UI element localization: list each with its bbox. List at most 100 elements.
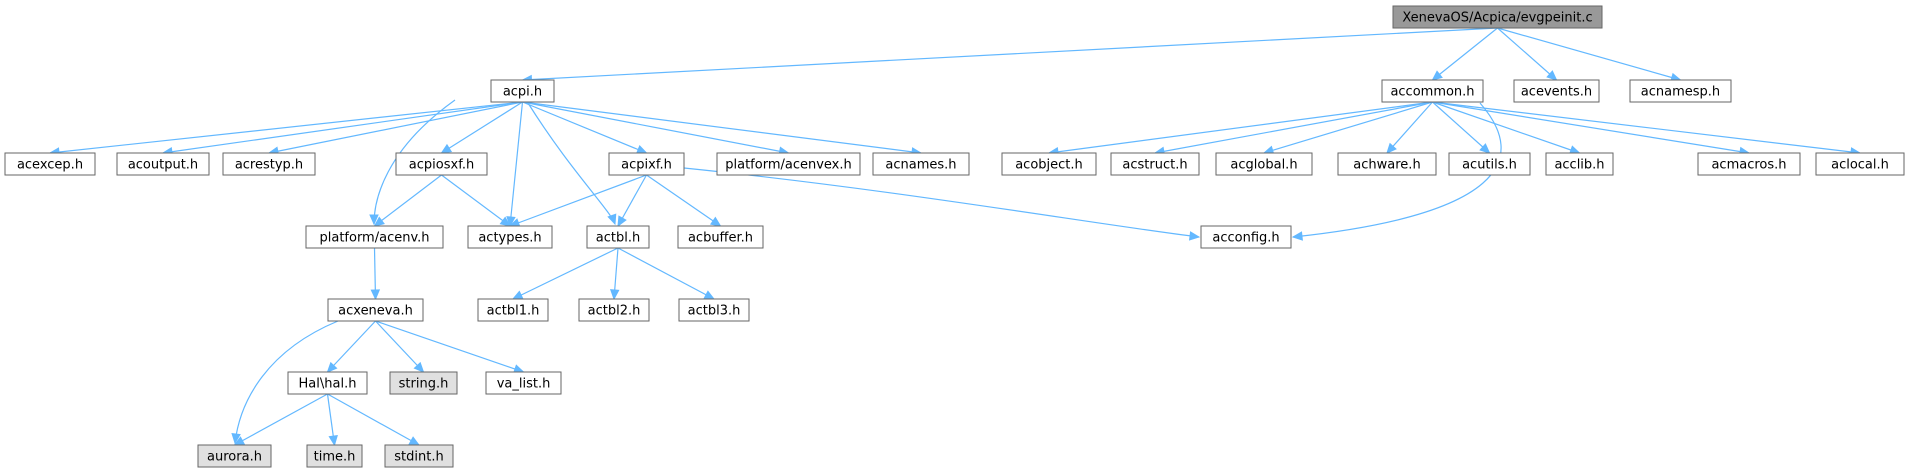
node-acbuffer[interactable]: acbuffer.h bbox=[677, 225, 764, 249]
node-box[interactable] bbox=[490, 79, 555, 103]
node-box[interactable] bbox=[389, 371, 458, 395]
node-box[interactable] bbox=[872, 152, 970, 176]
node-accommon[interactable]: accommon.h bbox=[1381, 79, 1484, 103]
node-box[interactable] bbox=[1381, 79, 1484, 103]
node-label: aclocal.h bbox=[1831, 158, 1889, 173]
edge-line bbox=[441, 101, 523, 154]
node-actbl3[interactable]: actbl3.h bbox=[678, 298, 750, 322]
node-box[interactable] bbox=[1110, 152, 1200, 176]
node-acnames[interactable]: acnames.h bbox=[872, 152, 970, 176]
node-label: acstruct.h bbox=[1122, 158, 1187, 173]
edge-line bbox=[1497, 27, 1681, 81]
node-label: acmacros.h bbox=[1711, 158, 1786, 173]
node-box[interactable] bbox=[477, 298, 549, 322]
edge-line bbox=[1292, 102, 1502, 238]
node-acpixf[interactable]: acpixf.h bbox=[608, 152, 685, 176]
node-box[interactable] bbox=[1545, 152, 1614, 176]
node-aclocal[interactable]: aclocal.h bbox=[1815, 152, 1905, 176]
node-root[interactable]: XenevaOS/Acpica/evgpeinit.c bbox=[1392, 5, 1603, 29]
node-box[interactable] bbox=[1200, 225, 1292, 249]
node-actbl1[interactable]: actbl1.h bbox=[477, 298, 549, 322]
node-box[interactable] bbox=[1001, 152, 1097, 176]
node-box[interactable] bbox=[395, 152, 488, 176]
node-label: time.h bbox=[314, 450, 356, 465]
node-box[interactable] bbox=[1392, 5, 1603, 29]
node-box[interactable] bbox=[1697, 152, 1801, 176]
node-label: string.h bbox=[399, 377, 449, 392]
node-label: acobject.h bbox=[1015, 158, 1083, 173]
edge-arrowhead bbox=[328, 434, 338, 447]
node-acpi[interactable]: acpi.h bbox=[490, 79, 555, 103]
node-valist[interactable]: va_list.h bbox=[485, 371, 562, 395]
node-actypes[interactable]: actypes.h bbox=[467, 225, 553, 249]
node-label: acpixf.h bbox=[621, 158, 672, 173]
node-box[interactable] bbox=[608, 152, 685, 176]
node-box[interactable] bbox=[306, 444, 363, 468]
node-box[interactable] bbox=[578, 298, 650, 322]
node-box[interactable] bbox=[1448, 152, 1531, 176]
edge-line bbox=[1432, 101, 1580, 154]
edge-halhal-to-time bbox=[326, 393, 338, 447]
node-acoutput[interactable]: acoutput.h bbox=[116, 152, 210, 176]
node-box[interactable] bbox=[116, 152, 210, 176]
node-halhal[interactable]: Hal\hal.h bbox=[287, 371, 368, 395]
node-box[interactable] bbox=[586, 225, 650, 249]
edge-line bbox=[646, 174, 721, 227]
node-box[interactable] bbox=[678, 298, 750, 322]
node-acpiosxf[interactable]: acpiosxf.h bbox=[395, 152, 488, 176]
node-box[interactable] bbox=[384, 444, 454, 468]
node-achware[interactable]: achware.h bbox=[1337, 152, 1437, 176]
node-box[interactable] bbox=[677, 225, 764, 249]
node-time[interactable]: time.h bbox=[306, 444, 363, 468]
edge-arrowhead bbox=[1386, 142, 1397, 154]
node-string[interactable]: string.h bbox=[389, 371, 458, 395]
node-acenvex[interactable]: platform/acenvex.h bbox=[716, 152, 861, 176]
node-acclib[interactable]: acclib.h bbox=[1545, 152, 1614, 176]
edge-line bbox=[617, 174, 648, 227]
node-box[interactable] bbox=[327, 298, 424, 322]
node-label: acpiosxf.h bbox=[409, 158, 474, 173]
edge-acpi-to-actypes bbox=[506, 101, 524, 228]
node-acenv[interactable]: platform/acenv.h bbox=[305, 225, 444, 249]
node-label: acrestyp.h bbox=[235, 158, 303, 173]
node-aurora[interactable]: aurora.h bbox=[197, 444, 272, 468]
node-label: Hal\hal.h bbox=[299, 377, 357, 392]
node-acexcep[interactable]: acexcep.h bbox=[4, 152, 96, 176]
edge-line bbox=[509, 174, 647, 227]
edge-line bbox=[1432, 101, 1490, 154]
node-box[interactable] bbox=[716, 152, 861, 176]
node-box[interactable] bbox=[467, 225, 553, 249]
node-acxeneva[interactable]: acxeneva.h bbox=[327, 298, 424, 322]
node-box[interactable] bbox=[1629, 79, 1732, 103]
node-acobject[interactable]: acobject.h bbox=[1001, 152, 1097, 176]
node-acevents[interactable]: acevents.h bbox=[1513, 79, 1600, 103]
node-acmacros[interactable]: acmacros.h bbox=[1697, 152, 1801, 176]
node-box[interactable] bbox=[197, 444, 272, 468]
node-box[interactable] bbox=[4, 152, 96, 176]
node-stdint[interactable]: stdint.h bbox=[384, 444, 454, 468]
node-box[interactable] bbox=[1215, 152, 1313, 176]
node-acutils[interactable]: acutils.h bbox=[1448, 152, 1531, 176]
node-acconfig[interactable]: acconfig.h bbox=[1200, 225, 1292, 249]
node-label: XenevaOS/Acpica/evgpeinit.c bbox=[1402, 11, 1592, 26]
node-box[interactable] bbox=[305, 225, 444, 249]
node-box[interactable] bbox=[287, 371, 368, 395]
node-actbl[interactable]: actbl.h bbox=[586, 225, 650, 249]
node-acrestyp[interactable]: acrestyp.h bbox=[222, 152, 316, 176]
edge-actbl-to-actbl2 bbox=[609, 247, 620, 301]
edge-arrowhead bbox=[1546, 70, 1558, 81]
node-label: acconfig.h bbox=[1212, 231, 1279, 246]
edge-root-to-acevents bbox=[1497, 27, 1558, 81]
node-box[interactable] bbox=[1337, 152, 1437, 176]
node-label: acutils.h bbox=[1462, 158, 1517, 173]
node-acnamesp[interactable]: acnamesp.h bbox=[1629, 79, 1732, 103]
edge-line bbox=[1154, 101, 1433, 154]
node-box[interactable] bbox=[222, 152, 316, 176]
node-actbl2[interactable]: actbl2.h bbox=[578, 298, 650, 322]
node-acglobal[interactable]: acglobal.h bbox=[1215, 152, 1313, 176]
node-box[interactable] bbox=[485, 371, 562, 395]
node-box[interactable] bbox=[1815, 152, 1905, 176]
node-acstruct[interactable]: acstruct.h bbox=[1110, 152, 1200, 176]
node-box[interactable] bbox=[1513, 79, 1600, 103]
